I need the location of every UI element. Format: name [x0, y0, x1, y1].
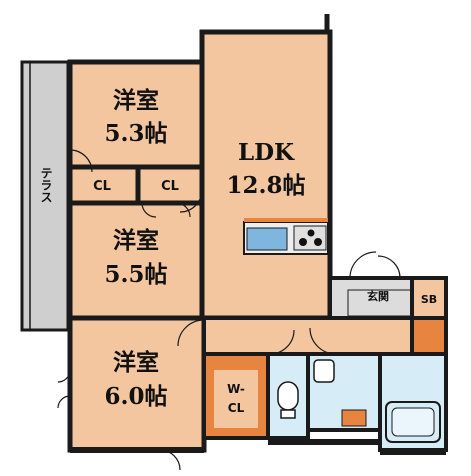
entrance-label: 玄関 — [367, 289, 389, 303]
room-label-western-3: 洋室 — [113, 349, 159, 376]
terrace-label: テラス — [39, 167, 53, 203]
shoe-box-label: SB — [421, 293, 437, 306]
basin-icon — [313, 359, 335, 383]
sink-icon — [246, 227, 288, 251]
room-label-western-2: 洋室 — [113, 227, 159, 254]
room-size-ldk: 12.8帖 — [226, 172, 305, 199]
wcl-label-line2: CL — [228, 401, 245, 415]
stove-icon — [293, 225, 327, 251]
room-ldk — [199, 29, 333, 321]
room-label-western-1: 洋室 — [113, 87, 159, 114]
room-size-western-2: 5.5帖 — [104, 261, 167, 288]
room-western-5-3 — [67, 59, 205, 170]
closet-right-label: CL — [161, 179, 179, 194]
room-size-western-1: 5.3帖 — [104, 120, 167, 147]
room-western-6-0 — [67, 315, 207, 453]
closet-left-label: CL — [93, 179, 111, 194]
wcl-label-line1: W- — [227, 382, 245, 396]
hallway — [202, 316, 414, 356]
toilet-icon — [277, 381, 299, 411]
room-label-ldk: LDK — [238, 139, 295, 166]
room-size-western-3: 6.0帖 — [104, 383, 167, 410]
